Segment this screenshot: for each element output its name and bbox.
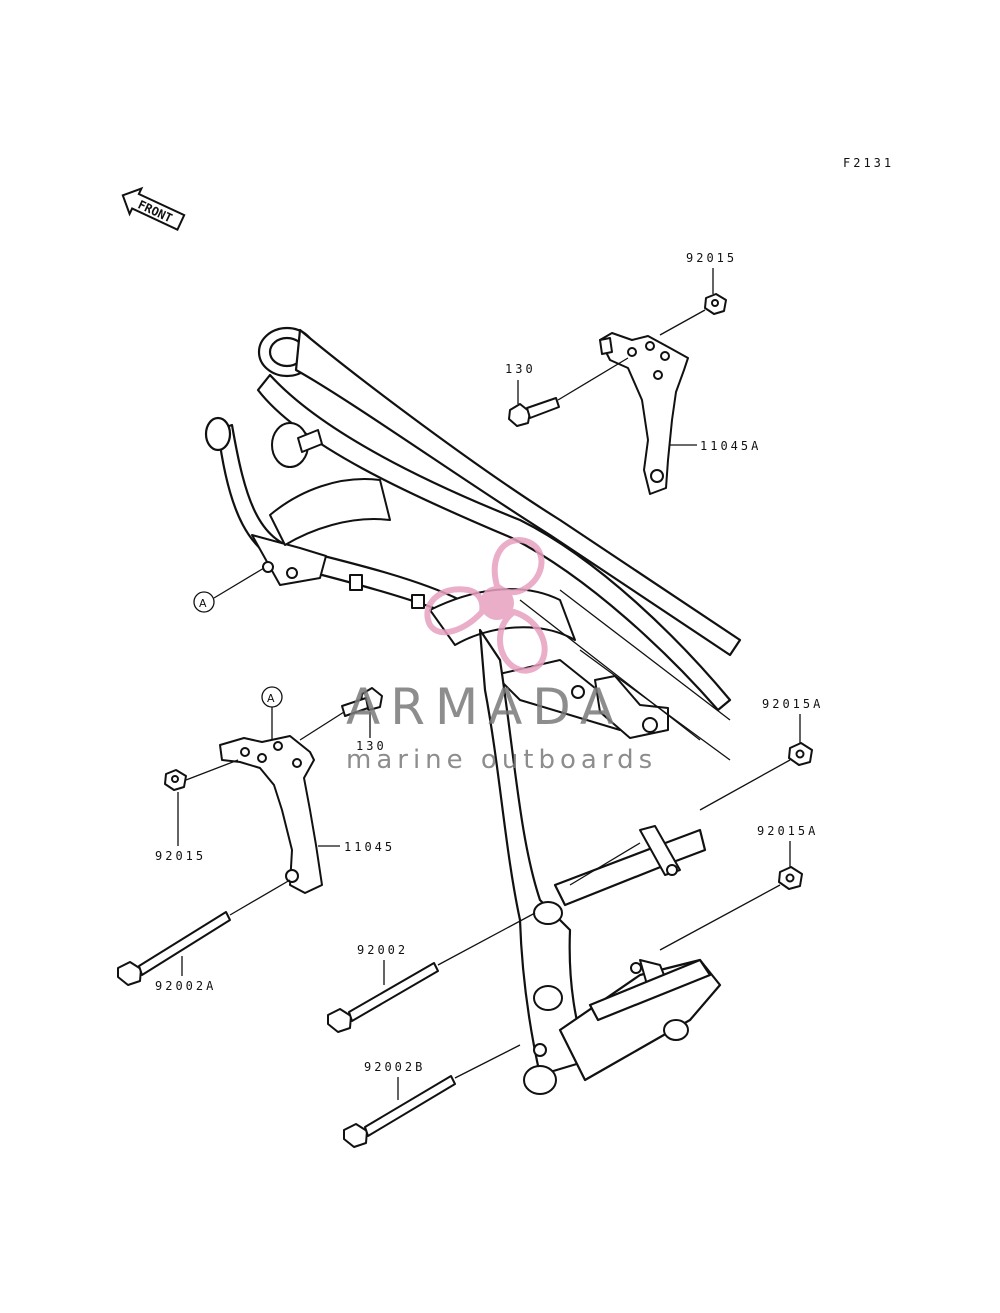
label-92002A: 92002A [155,979,216,993]
nut-92015-top [704,293,727,315]
frame [204,326,742,1095]
nut-92015A-lower [778,866,803,890]
label-11045: 11045 [344,840,395,854]
label-130-mid: 130 [356,739,387,753]
front-arrow-icon: FRONT [121,186,186,231]
nut-92015A-upper [788,742,813,766]
ref-a-bracket-letter: A [267,692,275,705]
label-92015-left: 92015 [155,849,206,863]
watermark-name: ARMADA [346,678,624,736]
bolt-92002B [343,1075,456,1148]
label-92015-top: 92015 [686,251,737,265]
label-11045A: 11045A [700,439,761,453]
ref-a-frame: A [193,591,215,613]
engine-bracket-11045A [599,332,689,495]
watermark-logo-icon [424,536,548,674]
bolt-92002A [117,911,231,986]
label-92015A-lower: 92015A [757,824,818,838]
label-92015A-upper: 92015A [762,697,823,711]
watermark-tagline: marine outboards [346,745,657,775]
label-92002B: 92002B [364,1060,425,1074]
engine-bracket-11045 [219,735,323,894]
label-130-top: 130 [505,362,536,376]
label-92002: 92002 [357,943,408,957]
nut-92015-left [164,769,187,791]
figure-code: F2131 [843,156,894,170]
bolt-92002 [327,962,439,1033]
bolt-130-top [508,397,560,427]
ref-a-frame-letter: A [199,597,207,610]
ref-a-bracket: A [261,686,283,708]
